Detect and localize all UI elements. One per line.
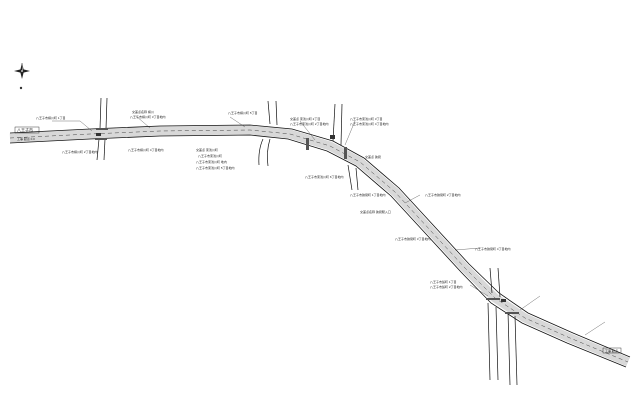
label-c6: 交差点 狭間: [365, 154, 381, 159]
main-road-centerline: [9, 129, 629, 363]
intersection-marker-a: [96, 133, 101, 136]
label-w2: 八王子市横川町 2丁目地内: [62, 149, 98, 154]
label-e4: 八王子市狭間町 3丁目地内: [395, 236, 431, 241]
label-c5: 八王子市東浅川町 6丁目地内: [305, 174, 344, 179]
main-road-edge-north: [9, 124, 631, 358]
label-m2: 交差点 東浅川町: [196, 147, 218, 152]
label-c3: 八王子市東浅川町 3丁目: [350, 116, 383, 121]
label-w4: 八王子市横川町 3丁目地内: [130, 114, 166, 119]
label-w1: 八王子市横川町 1丁目: [36, 115, 66, 120]
east-terminus: 工事 終点: [605, 348, 618, 353]
label-m5: 八王子市東浅川町 5丁目地内: [196, 165, 235, 170]
main-road-fill: [9, 125, 630, 367]
label-m4: 八王子市東浅川町 地内: [196, 159, 227, 164]
intersection-marker-c: [501, 299, 506, 302]
cross-road-yokokawa: [95, 97, 108, 161]
label-e3: 交差点名称 狭間駅入口: [360, 209, 391, 214]
west-terminus-box: [14, 126, 40, 134]
intersection-marker-b: [330, 135, 335, 139]
main-road-edge-south: [9, 134, 627, 368]
west-terminus-sub: 工事 起点 0.0: [17, 136, 35, 141]
cross-road-east-asakawa-2: [306, 103, 359, 191]
label-c1: 交差点 東浅川町 2丁目: [290, 116, 320, 121]
label-e2: 八王子市狭間町 2丁目地内: [425, 192, 461, 197]
label-c2: 八王子市東浅川町 2丁目地内: [290, 121, 329, 126]
label-m1: 八王子市横川町 5丁目: [228, 110, 258, 115]
label-w3: 交差点名称 横川: [132, 109, 154, 114]
cross-road-hazama: [486, 267, 519, 386]
label-e1: 八王子市狭間町 1丁目地内: [350, 192, 386, 197]
north-arrow-icon: [14, 62, 30, 79]
label-e7: 八王子市館町 2丁目地内: [430, 284, 463, 289]
east-terminus-box: [602, 347, 622, 354]
label-m3: 八王子市東浅川町: [198, 153, 222, 158]
label-e6: 八王子市館町 1丁目: [430, 279, 457, 284]
label-w5: 八王子市横川町 4丁目地内: [128, 147, 164, 152]
leader-lines: [52, 115, 606, 336]
west-terminus-title: 八王子市: [17, 127, 33, 133]
cross-road-east-asakawa: [258, 100, 278, 167]
label-e5: 八王子市狭間町 4丁目地内: [475, 246, 511, 251]
small-dot-marker: [19, 86, 23, 90]
label-c4: 八王子市東浅川町 4丁目地内: [350, 121, 389, 126]
